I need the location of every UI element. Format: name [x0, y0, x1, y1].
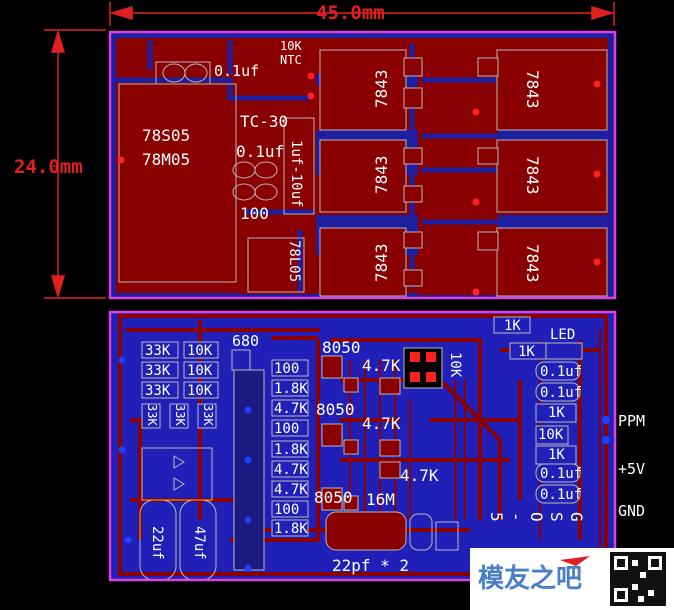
resistor-rotated-label: 33K: [201, 404, 215, 426]
crystal-16m-label: 16M: [366, 490, 395, 509]
led-label: LED: [550, 327, 576, 343]
right-component-label: 1K: [548, 447, 565, 463]
column-resistor-label: 4.7K: [274, 482, 308, 498]
column-resistor-label: 100: [274, 502, 300, 518]
column-resistor-label: 1.8K: [274, 381, 308, 397]
regulator-78l05-label: 78L05: [286, 240, 302, 283]
pin-label: G: [567, 512, 586, 522]
transistor-8050-label: 8050: [314, 488, 353, 507]
chip-label: 7843: [372, 69, 391, 108]
gnd-pin-label: GND: [618, 502, 646, 520]
chip-label: 7843: [523, 70, 542, 109]
right-component-label: 0.1uf: [540, 487, 583, 503]
cap-vertical-label: 1uf-10uf: [288, 140, 304, 208]
resistor-4k7-label: 4.7K: [362, 414, 401, 433]
watermark-text: 模友之吧: [478, 564, 583, 594]
ntc-value-label: 10K: [280, 39, 302, 53]
column-resistor-label: 1.8K: [274, 442, 308, 458]
cap-top-label: 0.1uf: [214, 62, 260, 80]
right-component-label: 1K: [518, 344, 535, 360]
ntc-label: NTC: [280, 53, 302, 67]
right-component-label: 0.1uf: [540, 466, 583, 482]
column-resistor-label: 4.7K: [274, 462, 308, 478]
transistor-8050-label: 8050: [316, 400, 355, 419]
height-dimension-label: 24.0mm: [14, 156, 83, 178]
dimension-lines: [44, 2, 615, 299]
resistor-4k7-label: 4.7K: [400, 466, 439, 485]
chip-label: 7843: [523, 156, 542, 195]
right-component-label: 1K: [548, 405, 565, 421]
resistor-10k-label: 10K: [447, 352, 463, 378]
width-dimension-label: 45.0mm: [316, 2, 385, 24]
capacitor-47uf-label: 47uf: [191, 526, 207, 560]
chip-label: 7843: [372, 243, 391, 282]
capacitor-22uf-label: 22uf: [149, 526, 165, 560]
regulator-78m05-label: 78M05: [142, 150, 191, 169]
regulator-78s05-label: 78S05: [142, 126, 191, 145]
ppm-pin-label: PPM: [618, 412, 646, 430]
resistor-680-label: 680: [232, 332, 260, 350]
watermark-graphic: [470, 548, 674, 610]
tc30-label: TC-30: [240, 112, 289, 131]
chip-label: 7843: [372, 155, 391, 194]
resistor-label: 33K: [145, 383, 171, 399]
resistor-label: 10K: [187, 343, 213, 359]
top-board: [108, 30, 617, 300]
column-resistor-label: 100: [274, 421, 300, 437]
resistor-label: 33K: [145, 343, 171, 359]
pin-label: 5: [487, 512, 506, 522]
resistor-label: 10K: [187, 383, 213, 399]
chip-label: 7843: [523, 244, 542, 283]
cap-mid-label: 0.1uf: [236, 142, 285, 161]
resistor-rotated-label: 33K: [173, 404, 187, 426]
resistor-label: 33K: [145, 363, 171, 379]
right-component-label: 0.1uf: [540, 385, 583, 401]
column-resistor-label: 4.7K: [274, 401, 308, 417]
transistor-8050-label: 8050: [322, 338, 361, 357]
5v-pin-label: +5V: [618, 460, 646, 478]
bottom-board: [108, 310, 617, 582]
column-resistor-label: 1.8K: [274, 521, 308, 537]
resistor-4k7-label: 4.7K: [362, 356, 401, 375]
right-component-label: 10K: [538, 427, 564, 443]
pin-label: -: [507, 512, 526, 522]
resistor-label: 10K: [187, 363, 213, 379]
right-component-label: 0.1uf: [540, 364, 583, 380]
crystal-caps-label: 22pf * 2: [332, 556, 410, 575]
column-resistor-label: 100: [274, 361, 300, 377]
resistor-rotated-label: 33K: [145, 404, 159, 426]
resistor-100-top-label: 100: [240, 204, 269, 223]
right-component-label: 1K: [504, 318, 521, 334]
pin-label: S: [547, 512, 566, 522]
pin-label: O: [527, 512, 546, 522]
